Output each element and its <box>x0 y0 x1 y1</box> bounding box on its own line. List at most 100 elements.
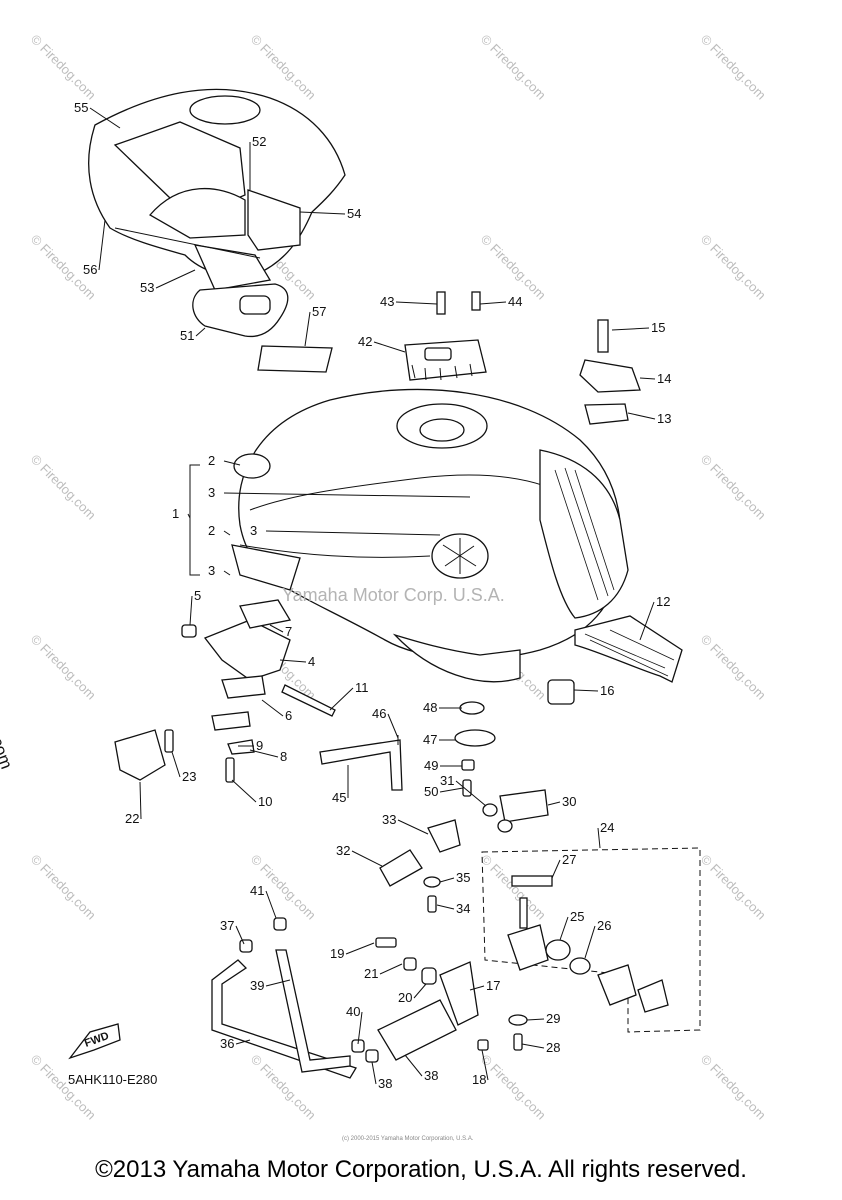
damper-21 <box>421 967 437 985</box>
callout-10: 10 <box>258 794 272 809</box>
tank-bracket-hardware <box>114 599 336 783</box>
callout-40: 40 <box>346 1004 360 1019</box>
callout-leader <box>235 1039 251 1045</box>
clip-42 <box>273 917 287 931</box>
gasket-48 <box>454 729 496 747</box>
callout-leader <box>89 107 121 129</box>
callout-47: 47 <box>423 732 437 747</box>
callout-2: 2 <box>208 523 215 538</box>
bolt-35 <box>427 895 437 913</box>
tank-rubber-13 <box>574 615 683 683</box>
callout-43: 43 <box>380 294 394 309</box>
callout-48: 48 <box>423 700 437 715</box>
callout-25: 25 <box>570 909 584 924</box>
washer-50 <box>461 759 475 771</box>
watermark-tile: © Firedog.com <box>698 32 769 103</box>
clip-32b <box>497 819 513 833</box>
callout-51: 51 <box>180 328 194 343</box>
callout-9: 9 <box>256 738 263 753</box>
callout-21: 21 <box>364 966 378 981</box>
watermark-tile: © Firedog.com <box>28 32 99 103</box>
collar-22 <box>403 957 417 971</box>
callout-leader <box>189 595 193 626</box>
callout-leader <box>395 301 438 305</box>
callout-leader <box>455 780 487 807</box>
bracket-15 <box>579 359 641 393</box>
callout-45: 45 <box>332 790 346 805</box>
bolt-29 <box>513 1033 523 1051</box>
callout-bracket <box>189 464 200 576</box>
callout-4: 4 <box>308 654 315 669</box>
callout-15: 15 <box>651 320 665 335</box>
callout-leader <box>584 925 596 959</box>
watermark-tile: © Firedog.com <box>698 452 769 523</box>
callout-leader <box>223 570 231 576</box>
callout-leader <box>299 211 346 215</box>
callout-55: 55 <box>74 100 88 115</box>
callout-38: 38 <box>424 1068 438 1083</box>
callout-numbers: 1223334567891011121314151617181920212223… <box>74 100 671 1091</box>
callout-leader <box>481 1049 489 1081</box>
callout-leader <box>231 779 257 803</box>
clip-38b <box>365 1049 379 1063</box>
callout-leader <box>265 890 277 919</box>
washer-30 <box>508 1014 528 1026</box>
callout-leader <box>627 412 656 420</box>
callout-36: 36 <box>220 1036 234 1051</box>
callout-24: 24 <box>600 820 614 835</box>
filler-cap <box>404 339 487 381</box>
callout-53: 53 <box>140 280 154 295</box>
fuel-pump-39 <box>377 999 457 1061</box>
callout-29: 29 <box>546 1011 560 1026</box>
callout-leader <box>98 219 106 271</box>
bolt-19 <box>477 1039 489 1051</box>
watermark-tile: © Firedog.com <box>248 32 319 103</box>
callout-leader <box>357 1011 363 1045</box>
watermark-tile: © Firedog.com <box>478 852 549 923</box>
callout-44: 44 <box>508 294 522 309</box>
callout-5: 5 <box>194 588 201 603</box>
watermark-tile: © Firedog.com <box>478 232 549 303</box>
pump-bracket-34 <box>427 819 461 853</box>
fuel-hose-40 <box>275 949 351 1073</box>
corp-watermark: Yamaha Motor Corp. U.S.A. <box>282 585 505 605</box>
ring-26 <box>545 939 571 961</box>
callout-28: 28 <box>546 1040 560 1055</box>
callout-11: 11 <box>355 680 369 695</box>
callout-leader <box>387 713 399 739</box>
fwd-arrow: FWD <box>68 1023 121 1060</box>
callout-19: 19 <box>330 946 344 961</box>
callout-leader <box>249 749 279 758</box>
callout-56: 56 <box>83 262 97 277</box>
small-credit: (c) 2000-2015 Yamaha Motor Corporation, … <box>342 1136 474 1142</box>
callout-7: 7 <box>285 624 292 639</box>
callout-46: 46 <box>372 706 386 721</box>
callout-leader <box>551 859 561 879</box>
callout-leaders <box>89 107 656 1085</box>
fuel-filter-33 <box>379 849 423 887</box>
callout-leader <box>279 659 307 663</box>
callout-leader <box>265 979 291 987</box>
callout-22: 22 <box>125 811 139 826</box>
callout-12: 12 <box>656 594 670 609</box>
callout-49: 49 <box>424 758 438 773</box>
fuel-pipe-31 <box>499 789 549 823</box>
callout-leader <box>269 624 284 633</box>
callout-leader <box>345 942 375 955</box>
callout-leader <box>611 327 650 331</box>
damper-14 <box>584 403 629 425</box>
watermark-tile: © Firedog.com <box>698 1052 769 1123</box>
callout-57: 57 <box>312 304 326 319</box>
callout-leader <box>639 601 655 641</box>
cock-plate <box>637 979 669 1013</box>
callout-33: 33 <box>382 812 396 827</box>
callout-leader <box>261 699 284 717</box>
watermark-tile: © Firedog.com <box>478 1052 549 1123</box>
callout-16: 16 <box>600 683 614 698</box>
damper-17 <box>547 679 575 705</box>
callout-leader <box>223 492 471 498</box>
callout-leader <box>223 530 231 536</box>
callout-leader <box>235 925 245 945</box>
callout-leader <box>521 1043 545 1049</box>
